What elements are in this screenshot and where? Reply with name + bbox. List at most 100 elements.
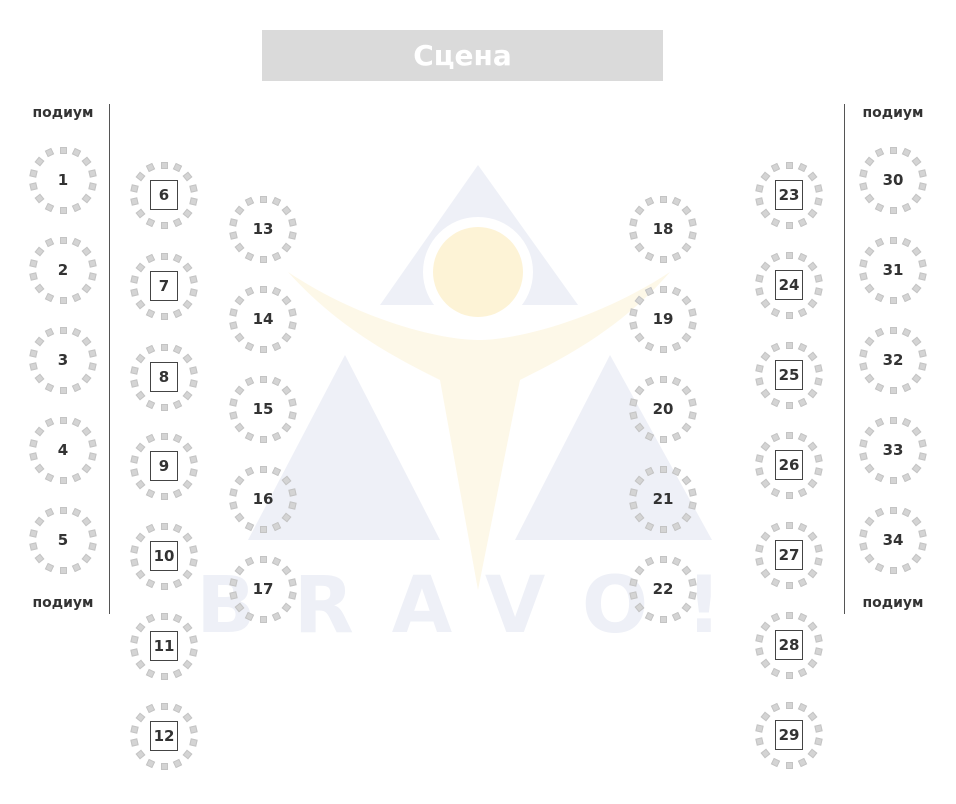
seat bbox=[645, 287, 655, 297]
seat bbox=[135, 749, 146, 760]
seat bbox=[864, 336, 875, 347]
seat bbox=[681, 475, 692, 486]
table-1[interactable]: 1 bbox=[28, 145, 98, 215]
table-22[interactable]: 22 bbox=[628, 554, 698, 624]
seat bbox=[71, 472, 81, 482]
seat bbox=[146, 488, 156, 498]
table-18[interactable]: 18 bbox=[628, 194, 698, 264]
seat bbox=[81, 553, 92, 564]
seat bbox=[681, 205, 692, 216]
seat bbox=[45, 472, 55, 482]
table-3[interactable]: 3 bbox=[28, 325, 98, 395]
seat bbox=[130, 275, 139, 284]
table-32[interactable]: 32 bbox=[858, 325, 928, 395]
table-4[interactable]: 4 bbox=[28, 415, 98, 485]
table-9[interactable]: 9 bbox=[129, 431, 199, 501]
seat bbox=[271, 611, 281, 621]
table-21[interactable]: 21 bbox=[628, 464, 698, 534]
seat bbox=[146, 704, 156, 714]
seat bbox=[755, 467, 764, 476]
table-28[interactable]: 28 bbox=[754, 610, 824, 680]
seat bbox=[755, 634, 764, 643]
seat bbox=[234, 295, 245, 306]
seat bbox=[771, 433, 781, 443]
table-26[interactable]: 26 bbox=[754, 430, 824, 500]
seat bbox=[755, 184, 764, 193]
table-2[interactable]: 2 bbox=[28, 235, 98, 305]
table-34[interactable]: 34 bbox=[858, 505, 928, 575]
seat bbox=[659, 525, 667, 533]
table-19[interactable]: 19 bbox=[628, 284, 698, 354]
table-17[interactable]: 17 bbox=[228, 554, 298, 624]
stage-label: Сцена bbox=[413, 39, 512, 72]
table-12[interactable]: 12 bbox=[129, 701, 199, 771]
seat bbox=[172, 434, 182, 444]
seat bbox=[901, 328, 911, 338]
seat bbox=[807, 298, 818, 309]
seat bbox=[671, 287, 681, 297]
seat bbox=[29, 169, 38, 178]
table-number: 16 bbox=[252, 490, 274, 508]
seat bbox=[859, 349, 868, 358]
seat bbox=[760, 351, 771, 362]
seat bbox=[160, 403, 168, 411]
seat bbox=[760, 261, 771, 272]
table-6[interactable]: 6 bbox=[129, 160, 199, 230]
table-16[interactable]: 16 bbox=[228, 464, 298, 534]
seat bbox=[81, 336, 92, 347]
seat bbox=[234, 332, 245, 343]
seat bbox=[288, 231, 297, 240]
seat bbox=[859, 529, 868, 538]
table-number: 34 bbox=[882, 531, 904, 549]
seat bbox=[182, 171, 193, 182]
table-27[interactable]: 27 bbox=[754, 520, 824, 590]
table-14[interactable]: 14 bbox=[228, 284, 298, 354]
seat bbox=[245, 377, 255, 387]
seat bbox=[771, 757, 781, 767]
seat bbox=[797, 433, 807, 443]
seat bbox=[771, 667, 781, 677]
seat bbox=[785, 431, 793, 439]
table-7[interactable]: 7 bbox=[129, 251, 199, 321]
seat bbox=[807, 441, 818, 452]
seat bbox=[864, 193, 875, 204]
seat bbox=[671, 521, 681, 531]
seat bbox=[160, 702, 168, 710]
seat bbox=[755, 274, 764, 283]
table-13[interactable]: 13 bbox=[228, 194, 298, 264]
seat bbox=[130, 545, 139, 554]
table-number: 27 bbox=[775, 540, 803, 570]
seat bbox=[71, 202, 81, 212]
table-10[interactable]: 10 bbox=[129, 521, 199, 591]
seat bbox=[688, 578, 697, 587]
table-20[interactable]: 20 bbox=[628, 374, 698, 444]
table-8[interactable]: 8 bbox=[129, 342, 199, 412]
seat bbox=[755, 454, 764, 463]
seat bbox=[755, 377, 764, 386]
table-15[interactable]: 15 bbox=[228, 374, 298, 444]
seat bbox=[146, 254, 156, 264]
table-33[interactable]: 33 bbox=[858, 415, 928, 485]
table-number: 11 bbox=[150, 631, 178, 661]
table-25[interactable]: 25 bbox=[754, 340, 824, 410]
seat bbox=[130, 455, 139, 464]
seat bbox=[135, 479, 146, 490]
table-11[interactable]: 11 bbox=[129, 611, 199, 681]
table-23[interactable]: 23 bbox=[754, 160, 824, 230]
seat bbox=[859, 259, 868, 268]
seat bbox=[182, 479, 193, 490]
seat bbox=[889, 206, 897, 214]
seat bbox=[688, 398, 697, 407]
seat bbox=[229, 308, 238, 317]
table-5[interactable]: 5 bbox=[28, 505, 98, 575]
table-31[interactable]: 31 bbox=[858, 235, 928, 305]
seat bbox=[288, 398, 297, 407]
seat bbox=[189, 275, 198, 284]
seat bbox=[45, 202, 55, 212]
seat bbox=[288, 488, 297, 497]
seat bbox=[797, 307, 807, 317]
table-30[interactable]: 30 bbox=[858, 145, 928, 215]
table-29[interactable]: 29 bbox=[754, 700, 824, 770]
table-24[interactable]: 24 bbox=[754, 250, 824, 320]
seat bbox=[130, 197, 139, 206]
